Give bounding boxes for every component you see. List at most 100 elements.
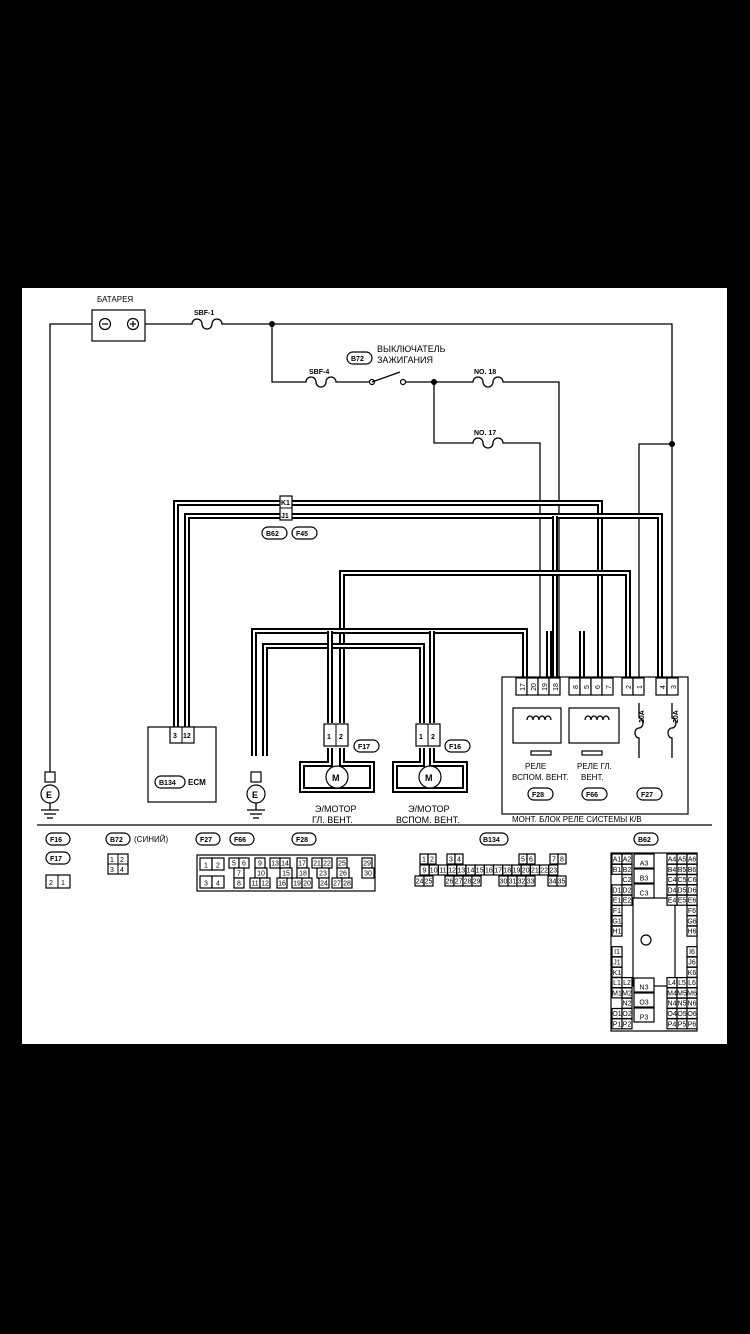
- relay-pin-label: 17: [520, 683, 527, 691]
- svg-text:F66: F66: [234, 837, 246, 844]
- b134-pin-label: 31: [509, 879, 517, 886]
- b134-pin-label: 6: [529, 857, 533, 864]
- b62-pin-label: B5: [678, 867, 687, 874]
- f28-pin-label: 11: [251, 881, 258, 888]
- f28-pin-label: 19: [293, 881, 301, 888]
- wiring-diagram-panel: БАТАРЕЯ SBF-1 SBF-4 NO. 18 NO. 17 B72 ВЫ…: [22, 288, 727, 1044]
- b62-pin-label: C5: [678, 877, 687, 884]
- b134-pin-label: 35: [558, 879, 566, 886]
- b62-pin-label: A6: [688, 857, 697, 864]
- b62-pin-label: L4: [668, 980, 676, 987]
- b134-pin-label: 10: [430, 868, 438, 875]
- b62-pin-label: H1: [613, 929, 622, 936]
- relay-pin-label: 2: [626, 685, 633, 689]
- svg-text:F28: F28: [532, 792, 544, 799]
- b134-pin-label: 11: [439, 868, 446, 875]
- relay-pin-label: 5: [584, 685, 591, 689]
- b134-pin-label: 14: [467, 868, 475, 875]
- b62-pin-label: M6: [687, 990, 697, 997]
- b62-pin-label: E6: [688, 898, 697, 905]
- b134-pin-label: 12: [448, 868, 456, 875]
- svg-text:F17: F17: [358, 744, 370, 751]
- b134-pin-label: 9: [423, 868, 427, 875]
- f66-pin-label: 7: [237, 871, 241, 878]
- b62-pin-cell: [621, 894, 633, 906]
- b62-pin-cell: [686, 925, 698, 937]
- b134-pin-cell: [471, 875, 482, 887]
- b62-pin-label: I6: [689, 949, 695, 956]
- wiring-diagram: БАТАРЕЯ SBF-1 SBF-4 NO. 18 NO. 17 B72 ВЫ…: [37, 295, 712, 1032]
- b134-pin-cell: [526, 853, 536, 865]
- b134-pin-label: 8: [560, 857, 564, 864]
- svg-text:2: 2: [339, 734, 343, 741]
- b62-pin-label: N3: [640, 985, 649, 992]
- b62-pin-label: P5: [678, 1021, 687, 1028]
- b62-pin-cell: [633, 883, 655, 899]
- b134-pin-label: 28: [464, 879, 472, 886]
- f28-pin-label: 13: [271, 861, 279, 868]
- svg-text:F17: F17: [50, 856, 62, 863]
- f28-pin-cell: [301, 877, 313, 889]
- b62-pin-label: O1: [612, 1011, 621, 1018]
- b62-pin-label: N5: [678, 1001, 687, 1008]
- relay-pin-label: 7: [606, 685, 613, 689]
- svg-text:20A: 20A: [673, 710, 680, 723]
- b62-pin-cell: [633, 977, 655, 993]
- b62-pin-label: B6: [688, 867, 697, 874]
- f27-pin-label: 2: [216, 863, 220, 870]
- f28-pin-label: 27: [333, 881, 341, 888]
- svg-text:3: 3: [173, 733, 177, 740]
- f28-pin-label: 20: [303, 881, 311, 888]
- svg-text:M: M: [425, 773, 433, 783]
- relay-pin-label: 19: [542, 683, 549, 691]
- b62-pin-cell: [686, 1018, 698, 1030]
- f28-pin-label: 16: [278, 881, 286, 888]
- harness-wires: [173, 500, 663, 793]
- svg-text:ВСПОМ. ВЕНТ.: ВСПОМ. ВЕНТ.: [512, 773, 569, 782]
- f28-pin-label: 10: [257, 871, 265, 878]
- b62-pin-label: G6: [687, 918, 696, 925]
- b62-pin-label: P2: [623, 1021, 632, 1028]
- svg-text:МОНТ. БЛОК РЕЛЕ СИСТЕМЫ К/В: МОНТ. БЛОК РЕЛЕ СИСТЕМЫ К/В: [512, 815, 642, 824]
- b134-pin-label: 33: [527, 879, 535, 886]
- b62-pin-label: A3: [640, 861, 649, 868]
- ground-2: E: [246, 771, 266, 819]
- svg-text:F16: F16: [449, 744, 461, 751]
- b134-pin-label: 23: [549, 868, 557, 875]
- b134-pin-label: 4: [457, 857, 461, 864]
- b62-pin-cell: [633, 992, 655, 1008]
- b62-pin-label: M5: [677, 990, 687, 997]
- b134-pin-cell: [427, 853, 437, 865]
- b134-pin-cell: [454, 853, 464, 865]
- f28-pin-cell: [259, 877, 271, 889]
- b62-pin-label: N2: [623, 1001, 632, 1008]
- f28-pin-label: 24: [320, 881, 328, 888]
- b62-pin-label: M4: [667, 990, 677, 997]
- b134-pin-label: 34: [549, 879, 557, 886]
- relay-pin-label: 4: [660, 685, 667, 689]
- b62-pin-label: C4: [668, 877, 677, 884]
- relay-pin-cell: [548, 677, 561, 696]
- b134-pin-label: 25: [425, 879, 433, 886]
- b62-pin-label: L5: [678, 980, 686, 987]
- f27-pin-label: 3: [204, 881, 208, 888]
- svg-text:F16: F16: [50, 837, 62, 844]
- b62-pin-cell: [633, 853, 655, 869]
- f28-pin-cell: [276, 877, 288, 889]
- fuse-sbf1: SBF-1: [184, 310, 229, 330]
- b62-pin-cell: [633, 1007, 655, 1023]
- svg-text:12: 12: [183, 733, 191, 740]
- f28-pin-label: 12: [261, 881, 269, 888]
- b134-pin-label: 13: [457, 868, 465, 875]
- svg-text:SBF-4: SBF-4: [309, 369, 329, 376]
- relay-pin-cell: [632, 677, 645, 696]
- f66-pin-label: 8: [237, 881, 241, 888]
- b62-pin-label: E5: [678, 898, 687, 905]
- b134-pin-label: 30: [500, 879, 508, 886]
- ecm-module: 3 12 B134 ECM: [147, 726, 217, 803]
- svg-text:Э/МОТОР: Э/МОТОР: [315, 804, 357, 814]
- b62-pin-label: A1: [613, 857, 622, 864]
